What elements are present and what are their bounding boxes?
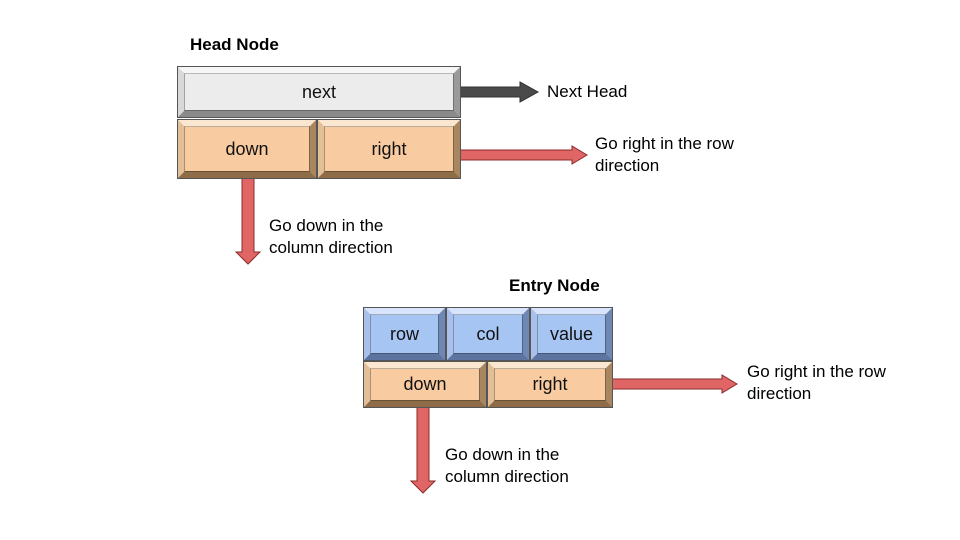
- head-right-field: right: [317, 119, 461, 179]
- head-next-field: next: [177, 66, 461, 118]
- head-right-note: Go right in the row direction: [595, 134, 734, 175]
- entry-row-label: row: [370, 314, 439, 354]
- next-head-label: Next Head: [547, 82, 628, 101]
- entry-right-arrow: [610, 374, 738, 394]
- entry-col-label: col: [453, 314, 523, 354]
- next-head-arrow: [454, 81, 540, 103]
- entry-down-note: Go down in the column direction: [445, 445, 569, 486]
- head-down-arrow: [234, 177, 262, 265]
- head-down-field: down: [177, 119, 317, 179]
- entry-right-field: right: [487, 361, 613, 408]
- head-right-arrow: [458, 145, 588, 165]
- entry-down-arrow: [409, 406, 437, 494]
- entry-value-label: value: [537, 314, 606, 354]
- head-node-title: Head Node: [190, 35, 279, 54]
- head-right-label: right: [324, 126, 454, 172]
- entry-value-field: value: [530, 307, 613, 361]
- entry-node-title: Entry Node: [509, 276, 600, 295]
- entry-col-field: col: [446, 307, 530, 361]
- entry-right-note: Go right in the row direction: [747, 362, 886, 403]
- head-next-label: next: [184, 73, 454, 111]
- entry-row-field: row: [363, 307, 446, 361]
- head-down-note: Go down in the column direction: [269, 216, 393, 257]
- entry-right-label: right: [494, 368, 606, 401]
- head-down-label: down: [184, 126, 310, 172]
- entry-down-field: down: [363, 361, 487, 408]
- entry-down-label: down: [370, 368, 480, 401]
